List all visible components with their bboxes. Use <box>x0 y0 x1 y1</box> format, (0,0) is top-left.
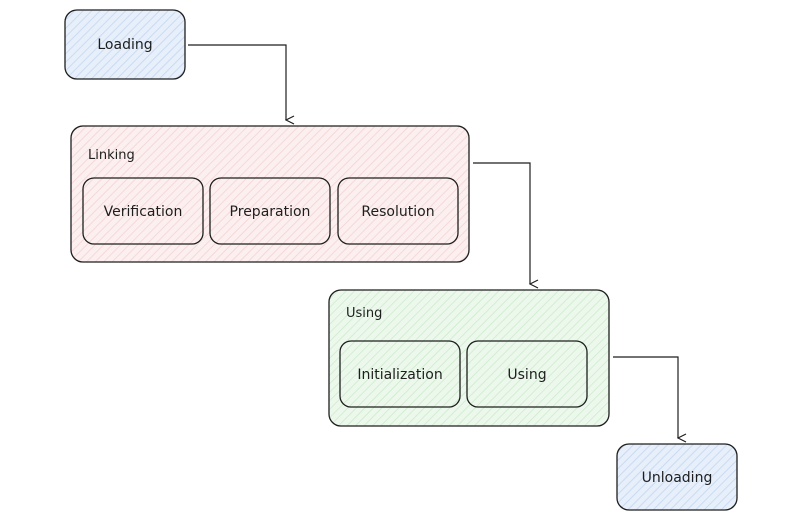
node-initialization: Initialization <box>339 340 461 408</box>
group-using: Using Initialization Using <box>328 289 610 427</box>
node-loading: Loading <box>64 9 186 80</box>
node-loading-box <box>64 9 186 80</box>
node-preparation: Preparation <box>209 177 331 245</box>
node-using-label: Using <box>507 367 546 383</box>
node-unloading-label: Unloading <box>642 470 713 486</box>
node-resolution: Resolution <box>337 177 459 245</box>
node-resolution-box <box>337 177 459 245</box>
edge-using-to-unloading <box>613 356 678 438</box>
node-initialization-label: Initialization <box>357 367 442 383</box>
node-initialization-box <box>339 340 461 408</box>
node-resolution-label: Resolution <box>361 204 434 220</box>
node-verification-box <box>82 177 204 245</box>
group-using-label: Using <box>346 306 382 321</box>
node-unloading-box <box>616 443 738 511</box>
node-loading-label: Loading <box>97 37 152 53</box>
node-preparation-box <box>209 177 331 245</box>
group-linking-label: Linking <box>88 148 135 163</box>
group-linking: Linking Verification Preparation Resolut… <box>70 125 470 263</box>
node-using-box <box>466 340 588 408</box>
node-verification: Verification <box>82 177 204 245</box>
node-verification-label: Verification <box>104 204 183 220</box>
edge-loading-to-linking <box>188 44 286 120</box>
node-preparation-label: Preparation <box>230 204 311 220</box>
node-using: Using <box>466 340 588 408</box>
node-unloading: Unloading <box>616 443 738 511</box>
edge-linking-to-using <box>473 162 530 284</box>
